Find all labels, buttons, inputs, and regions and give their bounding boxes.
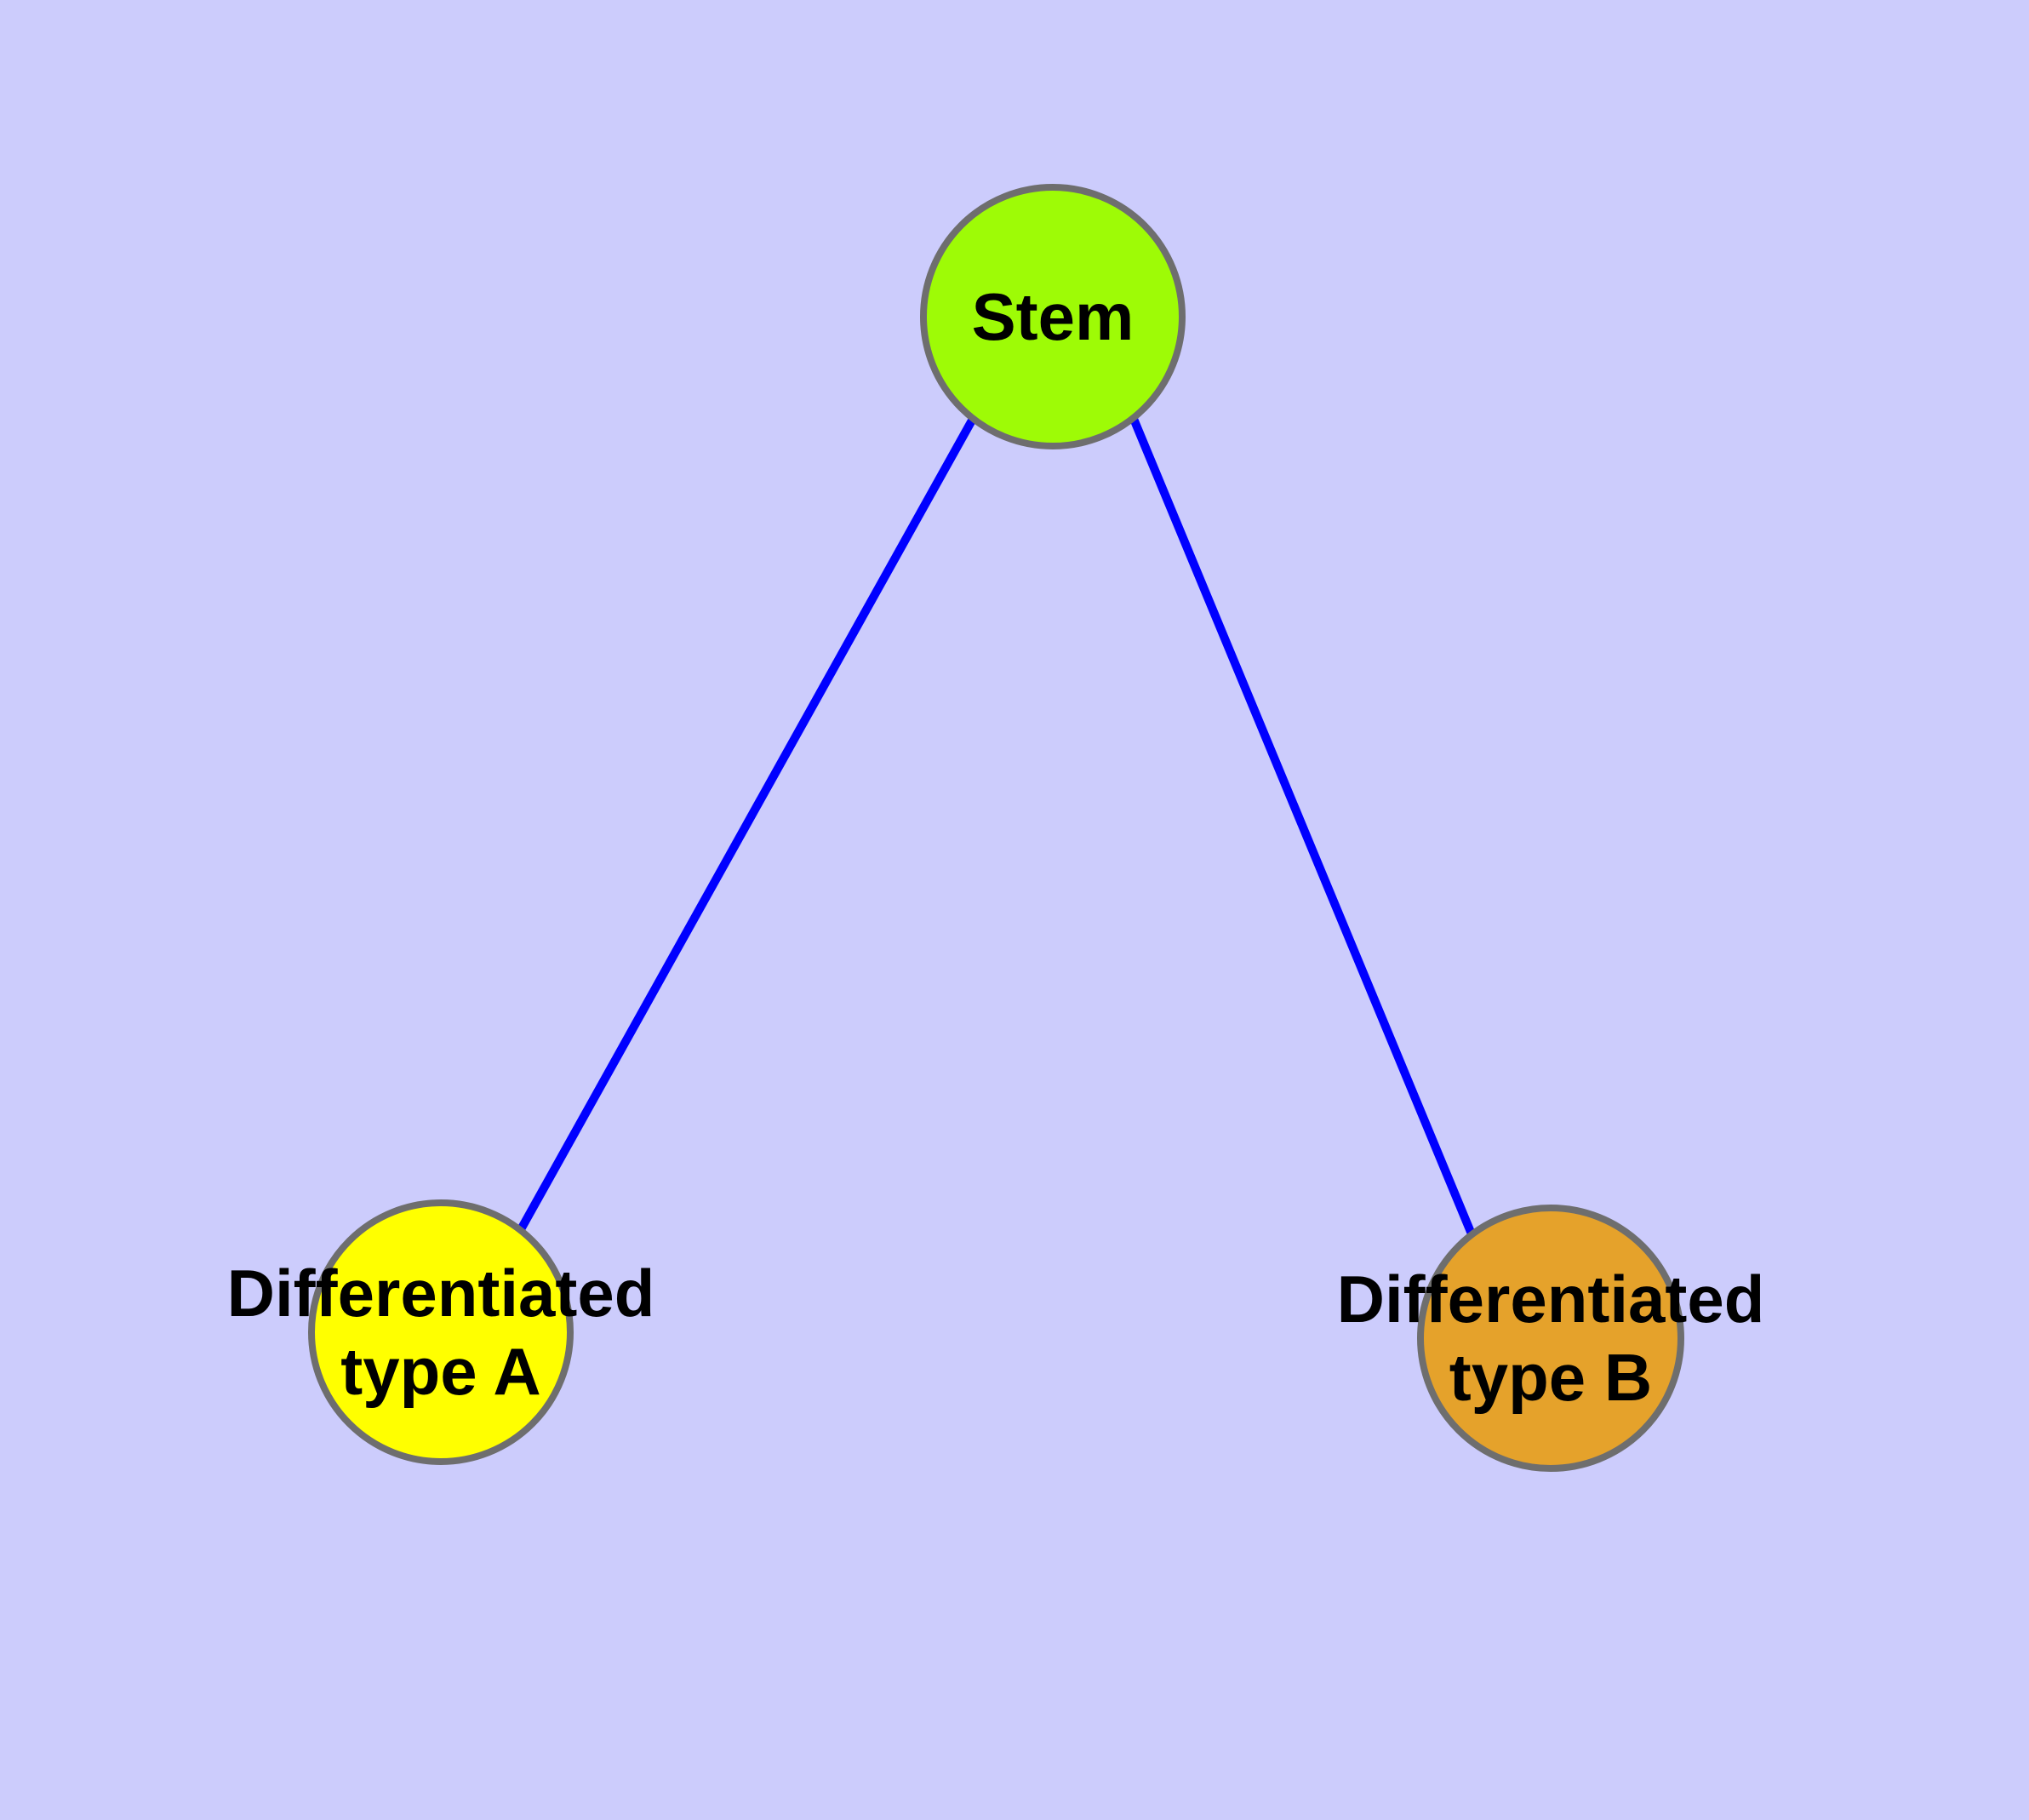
graph-node-stem[interactable] xyxy=(920,184,1186,449)
graph-node-diff-b[interactable] xyxy=(1417,1205,1684,1472)
edge-layer xyxy=(516,416,1477,1238)
graph-edge-stem-to-diff-b[interactable] xyxy=(1129,417,1477,1238)
graph-edge-stem-to-diff-a[interactable] xyxy=(516,416,977,1233)
node-layer xyxy=(308,184,1684,1472)
graph-node-diff-a[interactable] xyxy=(308,1199,574,1465)
